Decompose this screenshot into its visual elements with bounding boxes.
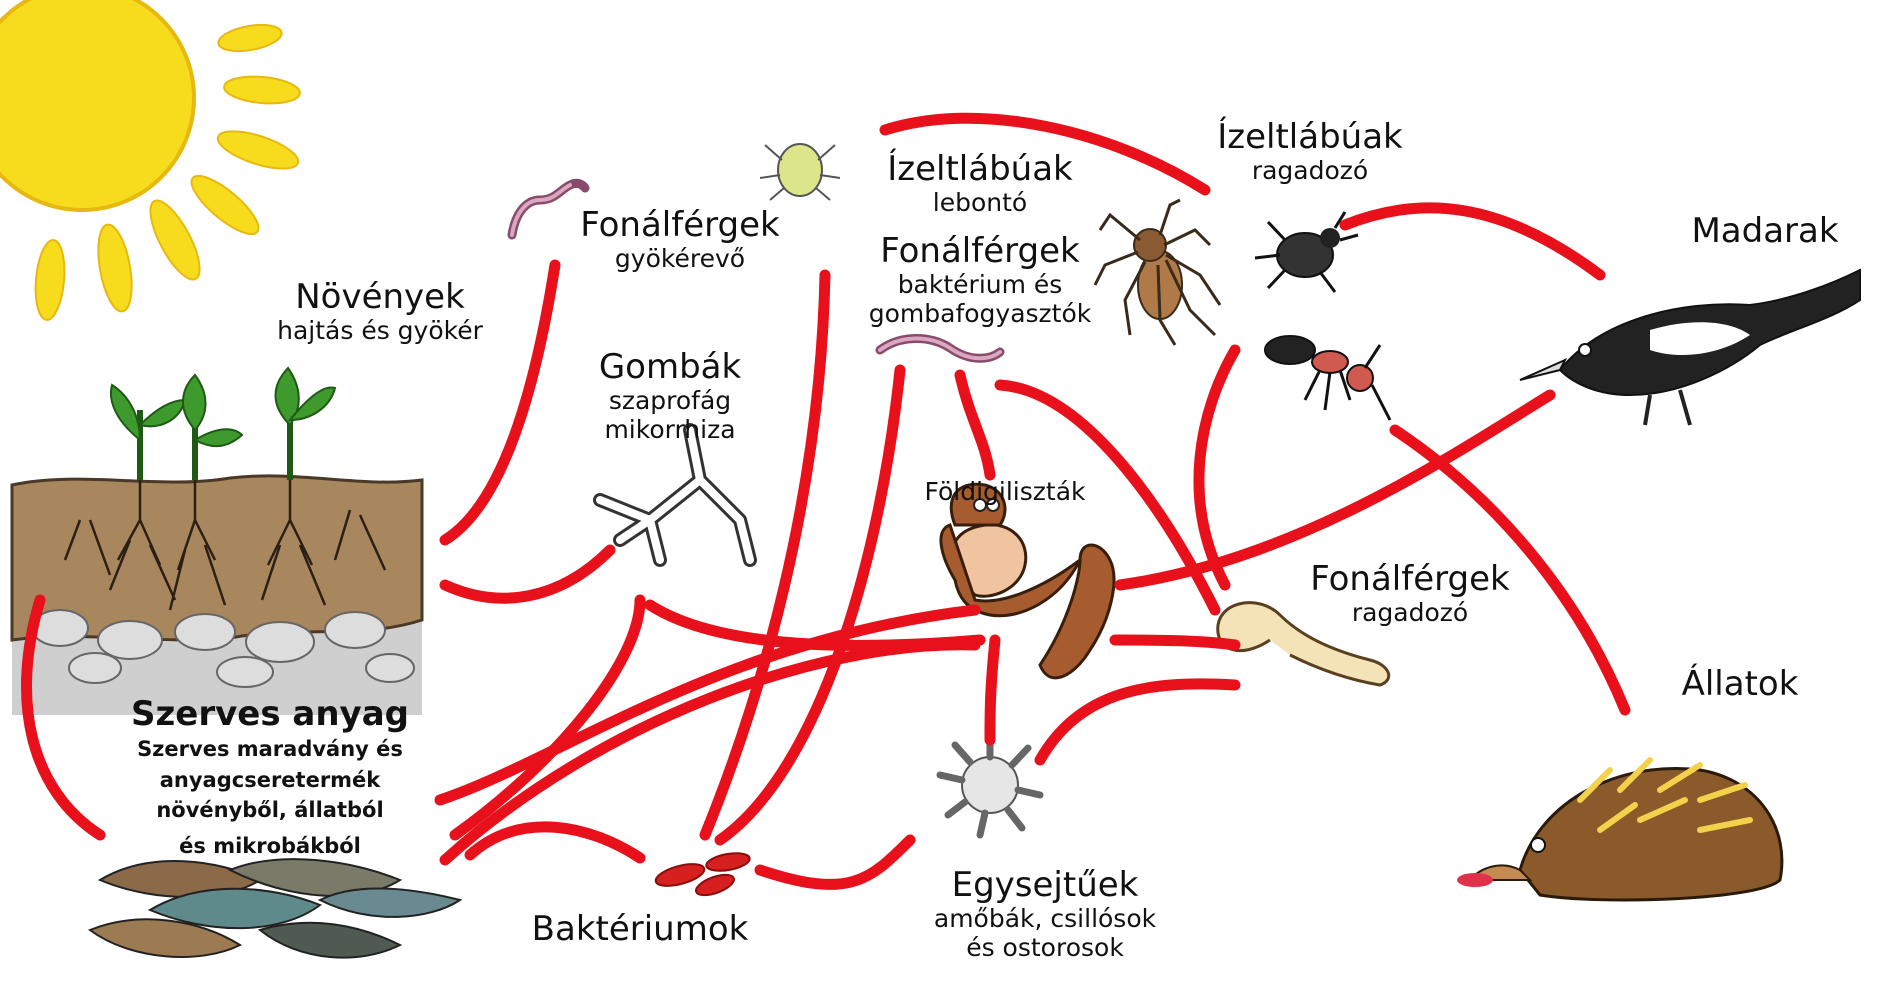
node-title: Ízeltlábúak — [860, 150, 1100, 189]
node-title: Fonálférgek — [1275, 560, 1545, 599]
node-root-feeding-nematodes: Fonálférgek gyökérevő — [555, 206, 805, 274]
arrow — [1199, 350, 1235, 585]
node-subtitle-line: szaprofág — [560, 387, 780, 416]
mite-icon — [760, 144, 840, 200]
arrow — [1115, 640, 1235, 645]
node-bacterial-fungal-feeding-nematodes: Fonálférgek baktérium és gombafogyasztók — [855, 232, 1105, 329]
litter-icon — [90, 859, 460, 957]
ant-icon — [1265, 336, 1390, 420]
node-subtitle-line: és ostorosok — [900, 934, 1190, 963]
node-subtitle: hajtás és gyökér — [250, 317, 510, 346]
node-subtitle-line: amőbák, csillósok — [900, 905, 1190, 934]
node-subtitle-line: növényből, állatból — [105, 795, 435, 825]
node-title: Növények — [250, 278, 510, 317]
arrow — [990, 640, 995, 740]
node-subtitle-line: mikorrhiza — [560, 416, 780, 445]
spider-icon — [1095, 200, 1220, 345]
node-predatory-arthropods: Ízeltlábúak ragadozó — [1190, 118, 1430, 186]
soil-icon — [12, 476, 422, 715]
arrow — [445, 550, 610, 598]
node-subtitle-line: baktérium és — [855, 271, 1105, 300]
node-plants: Növények hajtás és gyökér — [250, 278, 510, 346]
node-title: Gombák — [560, 348, 780, 387]
node-bacteria: Baktériumok — [510, 910, 770, 949]
node-predatory-nematodes: Fonálférgek ragadozó — [1275, 560, 1545, 628]
node-title: Fonálférgek — [555, 206, 805, 245]
bacteria-icon — [654, 850, 752, 899]
magpie-icon — [1520, 270, 1860, 425]
node-title: Fonálférgek — [855, 232, 1105, 271]
node-animals: Állatok — [1640, 665, 1840, 704]
node-birds: Madarak — [1665, 212, 1865, 251]
node-decomposer-arthropods: Ízeltlábúak lebontó — [860, 150, 1100, 218]
arrow — [1040, 684, 1235, 760]
node-subtitle: lebontó — [860, 189, 1100, 218]
node-subtitle-line: Szerves maradvány és — [105, 734, 435, 764]
node-subtitle: ragadozó — [1190, 157, 1430, 186]
node-subtitle-line: gombafogyasztók — [855, 300, 1105, 329]
node-subtitle: gyökérevő — [555, 245, 805, 274]
arrow — [760, 840, 910, 884]
node-subtitle: ragadozó — [1275, 599, 1545, 628]
node-protozoa: Egysejtűek amőbák, csillósok és ostoroso… — [900, 866, 1190, 963]
amoeba-icon — [940, 735, 1040, 835]
node-fungi: Gombák szaprofág mikorrhiza — [560, 348, 780, 445]
arrow — [470, 827, 640, 858]
node-title: Szerves anyag — [105, 695, 435, 734]
arrow — [960, 375, 990, 475]
node-title: Ízeltlábúak — [1190, 118, 1430, 157]
node-title: Egysejtűek — [900, 866, 1190, 905]
node-subtitle-line: anyagcseretermék — [105, 765, 435, 795]
echidna-icon — [1457, 760, 1782, 900]
node-subtitle-line: és mikrobákból — [105, 831, 435, 861]
plant-icon — [111, 368, 335, 480]
node-organic-matter: Szerves anyag Szerves maradvány és anyag… — [105, 695, 435, 862]
node-earthworms: Földigiliszták — [905, 478, 1105, 507]
sun-icon — [0, 0, 302, 321]
arrow — [1345, 208, 1600, 275]
